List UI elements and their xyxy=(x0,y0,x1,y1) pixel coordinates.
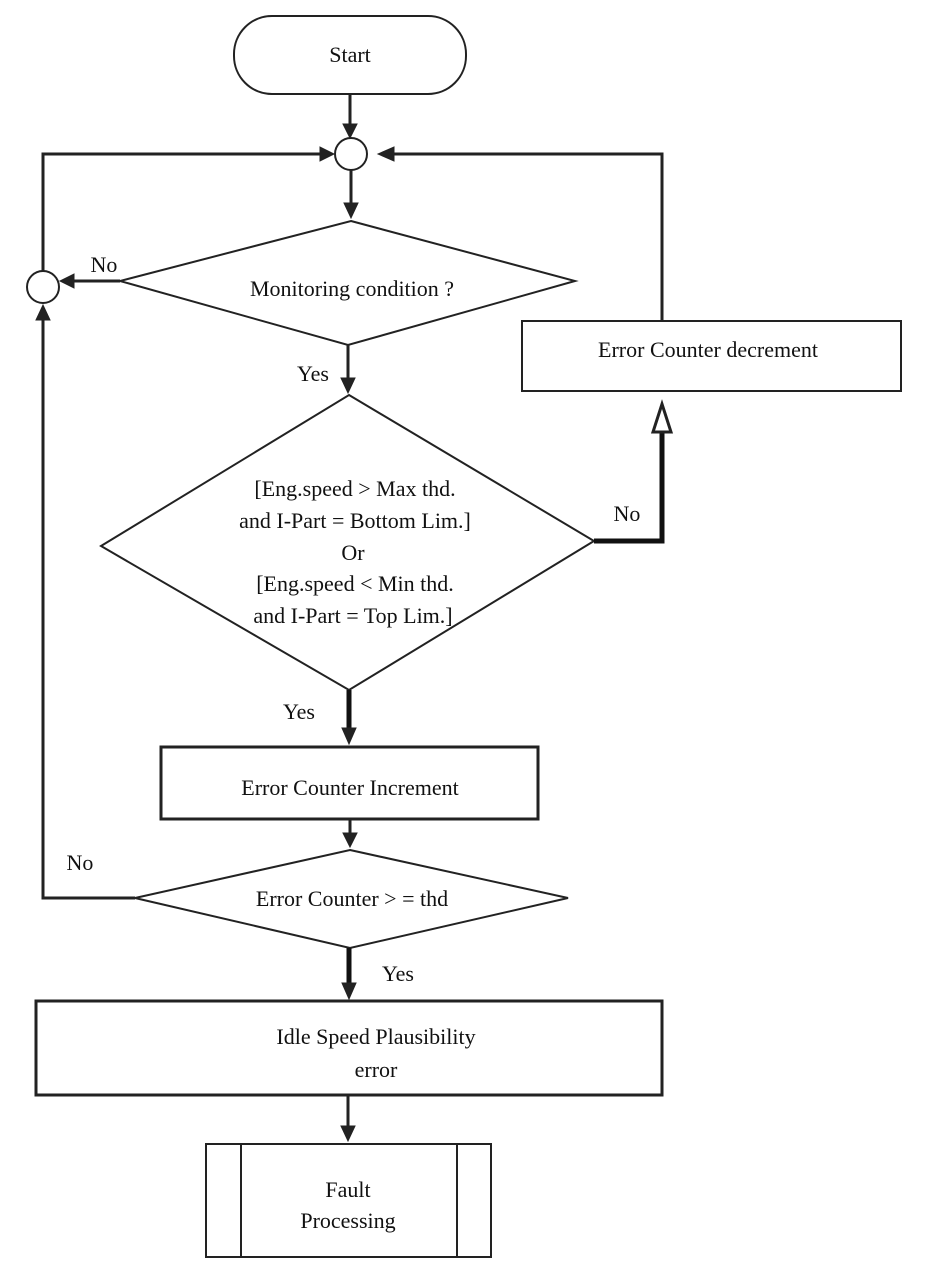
plausibility-error-line-1: Idle Speed Plausibility xyxy=(276,1024,475,1049)
speed-check-line-2: and I-Part = Bottom Lim.] xyxy=(239,508,471,533)
speed-check-line-3: Or xyxy=(341,540,365,565)
edge-label-speed-yes: Yes xyxy=(283,699,315,724)
edge-monitoring-yes: Yes xyxy=(297,345,356,395)
edge-label-monitoring-no: No xyxy=(91,252,118,277)
plausibility-error-line-2: error xyxy=(355,1057,398,1082)
edge-left-loop xyxy=(41,146,336,271)
error-counter-decrement-label: Error Counter decrement xyxy=(598,337,818,362)
edge-start-to-connector xyxy=(342,94,358,140)
start-label: Start xyxy=(329,42,371,67)
edge-speed-no: No xyxy=(594,399,674,544)
edge-monitoring-no: No xyxy=(58,252,120,289)
counter-threshold-decision: Error Counter > = thd xyxy=(134,848,569,950)
edge-label-monitoring-yes: Yes xyxy=(297,361,329,386)
edge-label-speed-no: No xyxy=(614,501,641,526)
edge-connector-to-monitoring xyxy=(343,170,359,220)
edge-increment-to-threshold xyxy=(342,819,358,849)
speed-check-line-1: [Eng.speed > Max thd. xyxy=(254,476,455,501)
plausibility-error-box: Idle Speed Plausibility error xyxy=(34,999,664,1097)
monitoring-condition-label: Monitoring condition ? xyxy=(250,276,454,301)
fault-processing-line-1: Fault xyxy=(325,1177,370,1202)
error-counter-increment-box: Error Counter Increment xyxy=(159,745,540,821)
edge-decrement-to-connector xyxy=(376,146,664,321)
edge-threshold-yes: Yes xyxy=(341,948,414,1001)
error-counter-increment-label: Error Counter Increment xyxy=(241,775,458,800)
speed-check-line-4: [Eng.speed < Min thd. xyxy=(256,571,454,596)
edge-speed-yes: Yes xyxy=(283,690,357,746)
monitoring-condition-decision: Monitoring condition ? xyxy=(116,219,579,347)
fault-processing-line-2: Processing xyxy=(300,1208,395,1233)
edge-threshold-no: No xyxy=(35,303,135,900)
merge-connector-left xyxy=(26,270,60,304)
speed-check-decision: [Eng.speed > Max thd. and I-Part = Botto… xyxy=(99,393,596,692)
speed-check-line-5: and I-Part = Top Lim.] xyxy=(253,603,452,628)
fault-processing-box: Fault Processing xyxy=(205,1143,492,1258)
edge-label-threshold-yes: Yes xyxy=(382,961,414,986)
edge-label-threshold-no: No xyxy=(67,850,94,875)
counter-threshold-label: Error Counter > = thd xyxy=(256,886,448,911)
start-node: Start xyxy=(233,15,467,95)
edge-error-to-fault xyxy=(340,1095,356,1143)
error-counter-decrement-box: Error Counter decrement xyxy=(521,320,902,392)
merge-connector-top xyxy=(334,137,368,171)
